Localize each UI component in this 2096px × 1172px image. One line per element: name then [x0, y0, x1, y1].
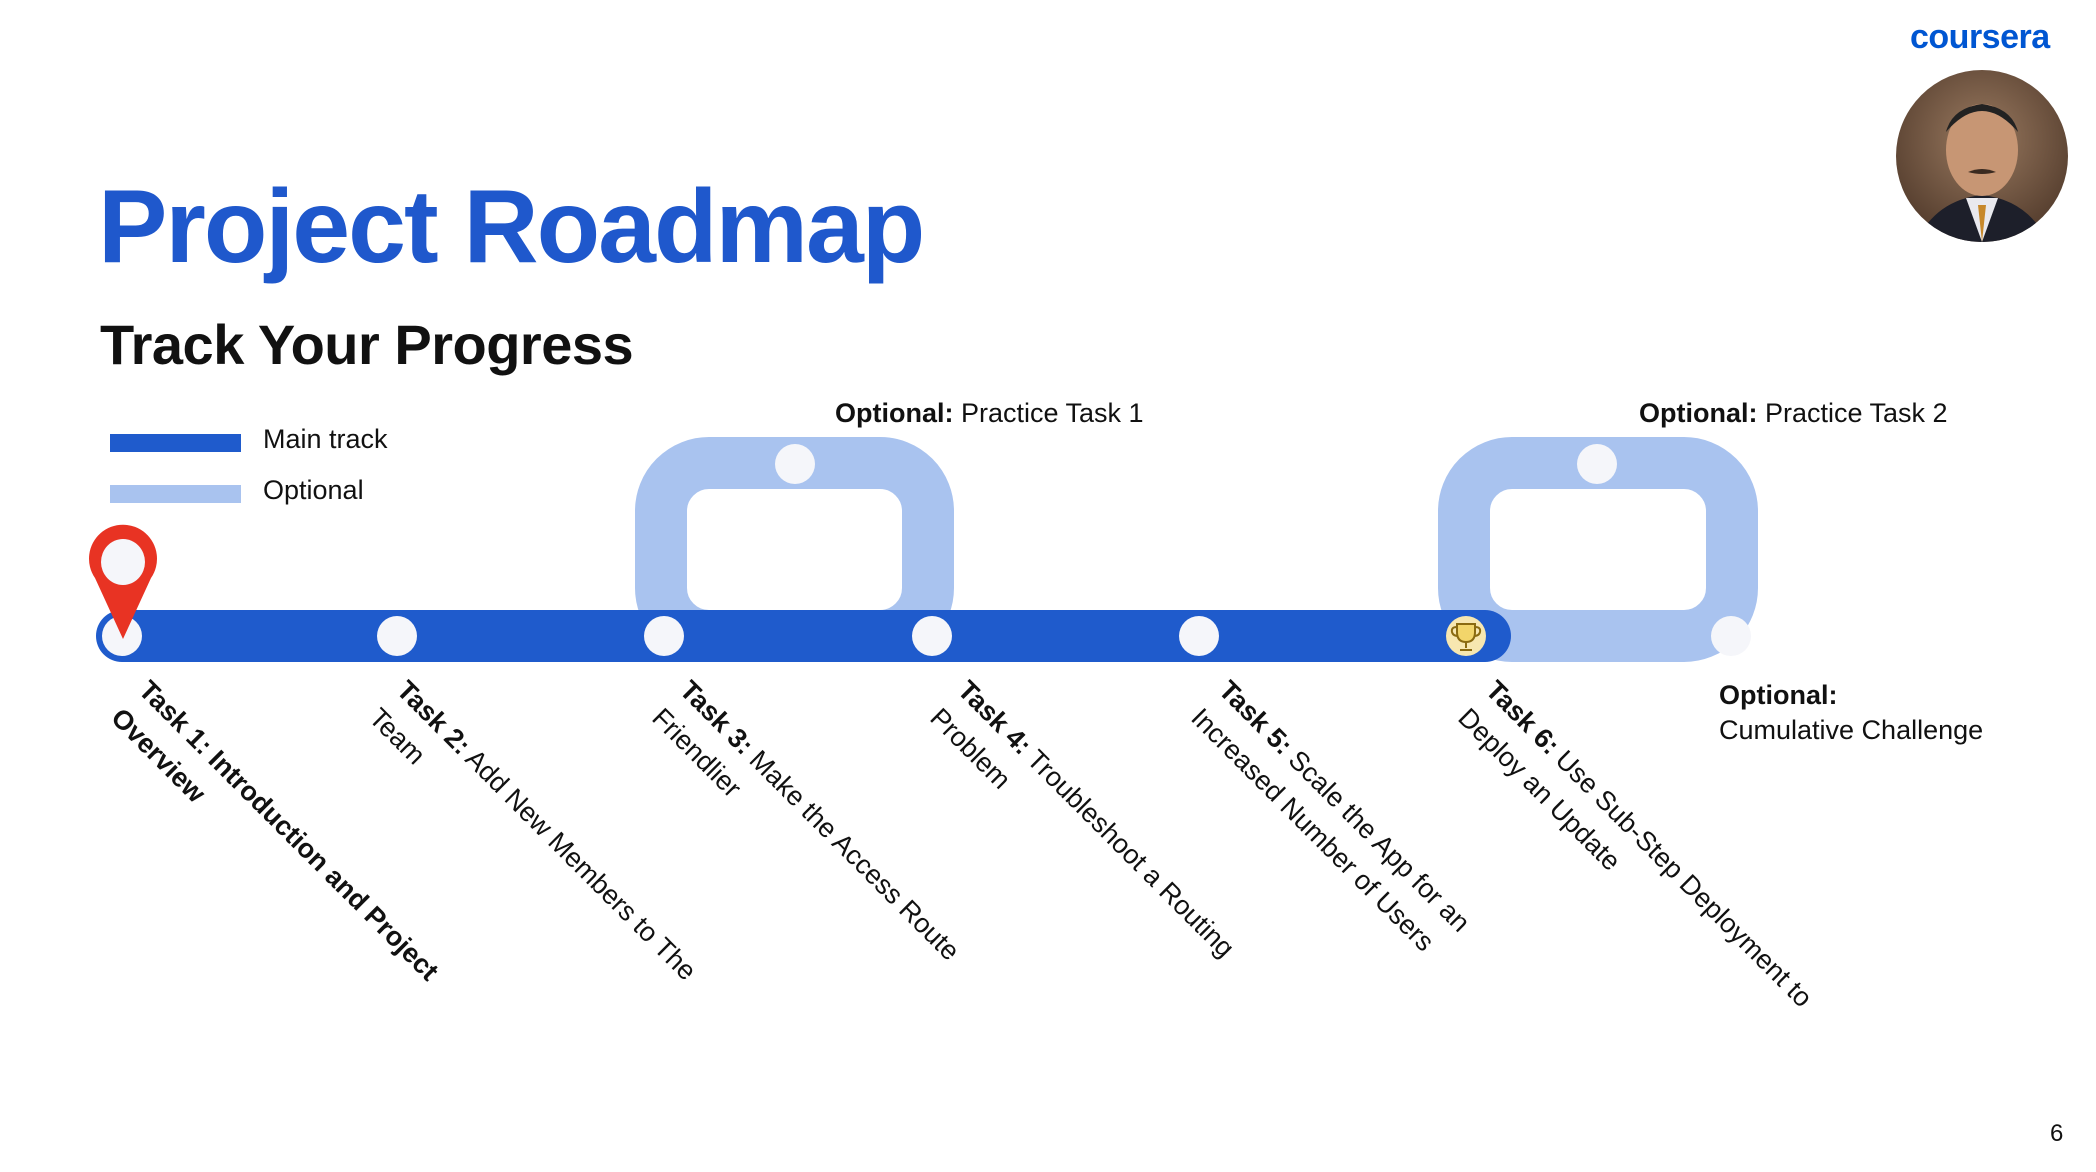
- stop-task-3: [644, 616, 684, 656]
- instructor-avatar: [1896, 70, 2068, 242]
- legend-main-track-swatch: [110, 434, 241, 452]
- trophy-icon: [1450, 623, 1482, 651]
- optional-text: Cumulative Challenge: [1719, 715, 1984, 745]
- stop-task-5: [1179, 616, 1219, 656]
- legend-optional-swatch: [110, 485, 241, 503]
- optional-practice-task-1-label: Optional: Practice Task 1: [835, 398, 1144, 429]
- optional-prefix: Optional:: [835, 398, 954, 428]
- legend-optional-label: Optional: [263, 475, 364, 505]
- stop-task-4: [912, 616, 952, 656]
- page-title: Project Roadmap: [98, 169, 925, 285]
- optional-practice-task-2-label: Optional: Practice Task 2: [1639, 398, 1948, 429]
- stop-optional-2: [1577, 444, 1617, 484]
- stop-optional-1: [775, 444, 815, 484]
- main-track-bar: [96, 610, 1511, 662]
- optional-prefix: Optional:: [1719, 680, 1838, 710]
- optional-cumulative-challenge-label: Optional: Cumulative Challenge: [1719, 678, 1983, 748]
- page-subtitle: Track Your Progress: [100, 313, 634, 376]
- legend-main-track-label: Main track: [263, 424, 388, 454]
- map-pin-icon: [89, 524, 157, 639]
- coursera-logo: coursera: [1910, 18, 2050, 56]
- stop-cumulative-challenge: [1711, 616, 1751, 656]
- optional-loop-2: [1438, 437, 1758, 662]
- optional-text: Practice Task 2: [1757, 398, 1948, 428]
- stop-task-2: [377, 616, 417, 656]
- optional-text: Practice Task 1: [953, 398, 1144, 428]
- page-number: 6: [2050, 1120, 2064, 1147]
- optional-prefix: Optional:: [1639, 398, 1758, 428]
